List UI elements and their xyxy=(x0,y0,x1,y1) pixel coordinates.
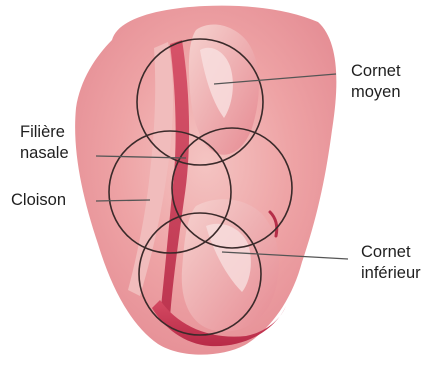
label-cloison-text: Cloison xyxy=(11,190,66,211)
label-cornet-moyen-line2: moyen xyxy=(351,82,401,103)
label-filiere-nasale: Filière nasale xyxy=(20,122,69,164)
label-filiere-nasale-line1: Filière xyxy=(20,122,69,143)
label-cornet-inferieur: Cornet inférieur xyxy=(361,242,421,284)
label-cornet-inferieur-line2: inférieur xyxy=(361,263,421,284)
label-cloison: Cloison xyxy=(11,190,66,211)
label-cornet-inferieur-line1: Cornet xyxy=(361,242,421,263)
label-cornet-moyen: Cornet moyen xyxy=(351,61,401,103)
label-cornet-moyen-line1: Cornet xyxy=(351,61,401,82)
label-filiere-nasale-line2: nasale xyxy=(20,143,69,164)
